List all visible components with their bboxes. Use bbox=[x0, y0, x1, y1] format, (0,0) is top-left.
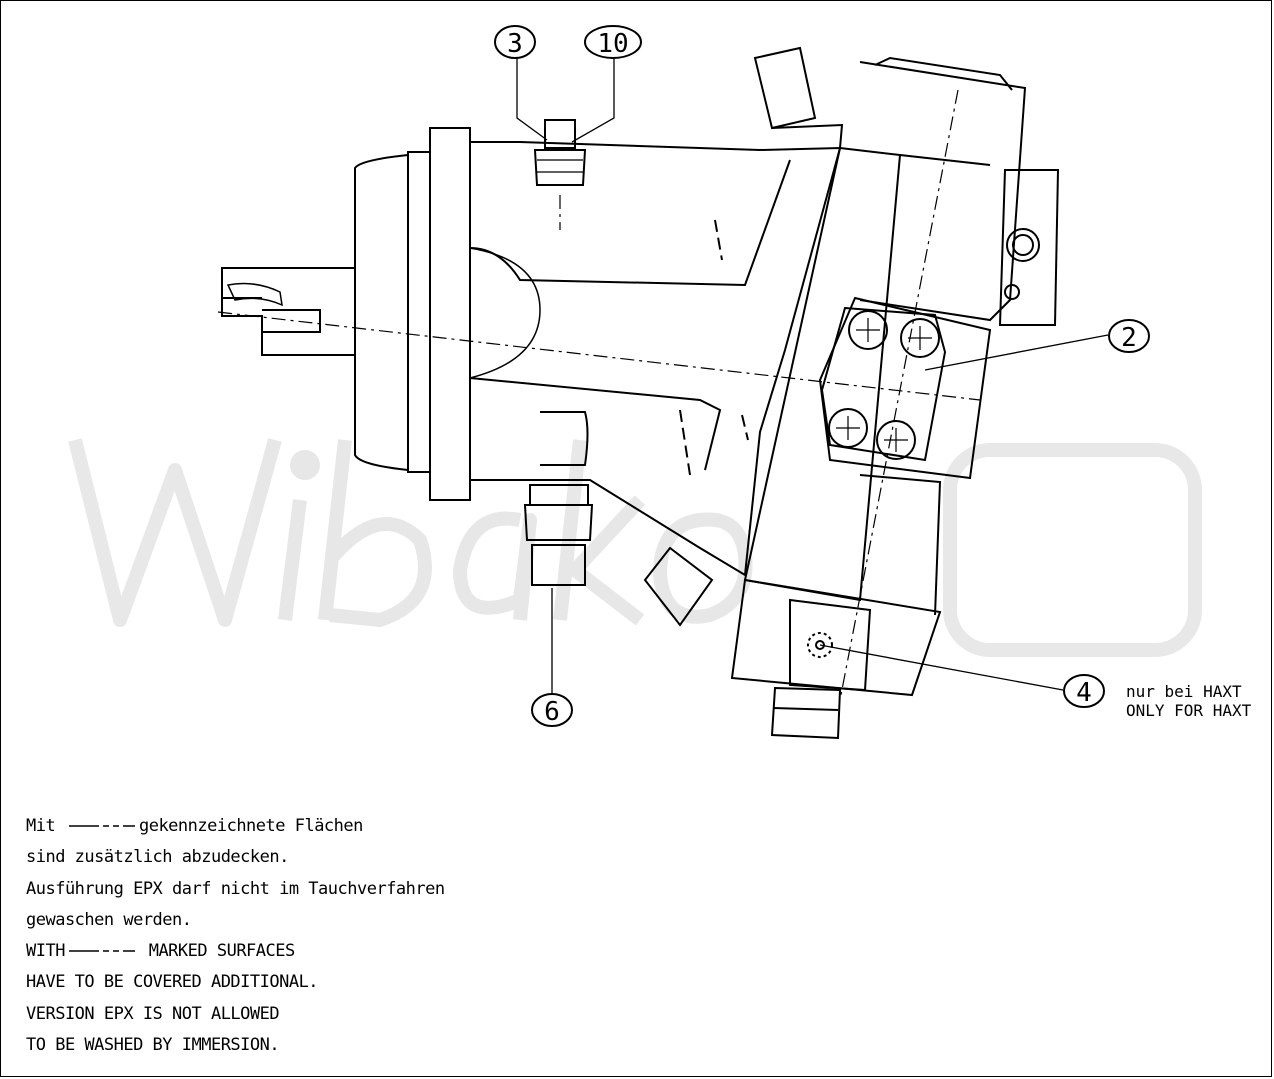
note-de-4: gewaschen werden. bbox=[26, 909, 192, 930]
motor-assembly bbox=[217, 46, 1060, 740]
leader-lines bbox=[516, 56, 1109, 695]
note-en-1-before: WITH bbox=[26, 941, 65, 962]
note-en-4: TO BE WASHED BY IMMERSION. bbox=[26, 1035, 280, 1056]
callout-3: 3 bbox=[494, 25, 536, 59]
note-en-1-after: MARKED SURFACES bbox=[148, 941, 296, 962]
callout-6-label: 6 bbox=[544, 697, 560, 727]
callout-6: 6 bbox=[531, 693, 573, 727]
line-type-sample-en bbox=[68, 950, 135, 952]
note-de-3: Ausführung EPX darf nicht im Tauchverfah… bbox=[26, 878, 445, 899]
note-en-2: HAVE TO BE COVERED ADDITIONAL. bbox=[26, 972, 319, 993]
watermark-logo bbox=[68, 438, 1202, 657]
callout-2: 2 bbox=[1108, 319, 1150, 353]
note-en-3: VERSION EPX IS NOT ALLOWED bbox=[26, 1003, 280, 1024]
line-type-sample bbox=[68, 825, 135, 827]
callout-4: 4 bbox=[1063, 674, 1105, 708]
haxt-note-de: nur bei HAXT bbox=[1126, 682, 1242, 701]
callout-3-label: 3 bbox=[507, 29, 523, 59]
note-en-1: WITH MARKED SURFACES bbox=[26, 936, 546, 967]
drawing-notes: Mit gekennzeichnete Flächen sind zusätzl… bbox=[26, 811, 546, 1061]
callout-4-label: 4 bbox=[1076, 678, 1092, 708]
note-de-1-after: gekennzeichnete Flächen bbox=[138, 816, 363, 836]
callout-10: 10 bbox=[584, 25, 642, 59]
callout-10-label: 10 bbox=[597, 29, 628, 59]
callout-2-label: 2 bbox=[1121, 323, 1137, 353]
note-de-2: sind zusätzlich abzudecken. bbox=[26, 847, 289, 868]
note-de-1-before: Mit bbox=[26, 816, 56, 836]
note-de-1: Mit gekennzeichnete Flächen bbox=[26, 811, 546, 842]
haxt-note-en: ONLY FOR HAXT bbox=[1126, 701, 1252, 720]
